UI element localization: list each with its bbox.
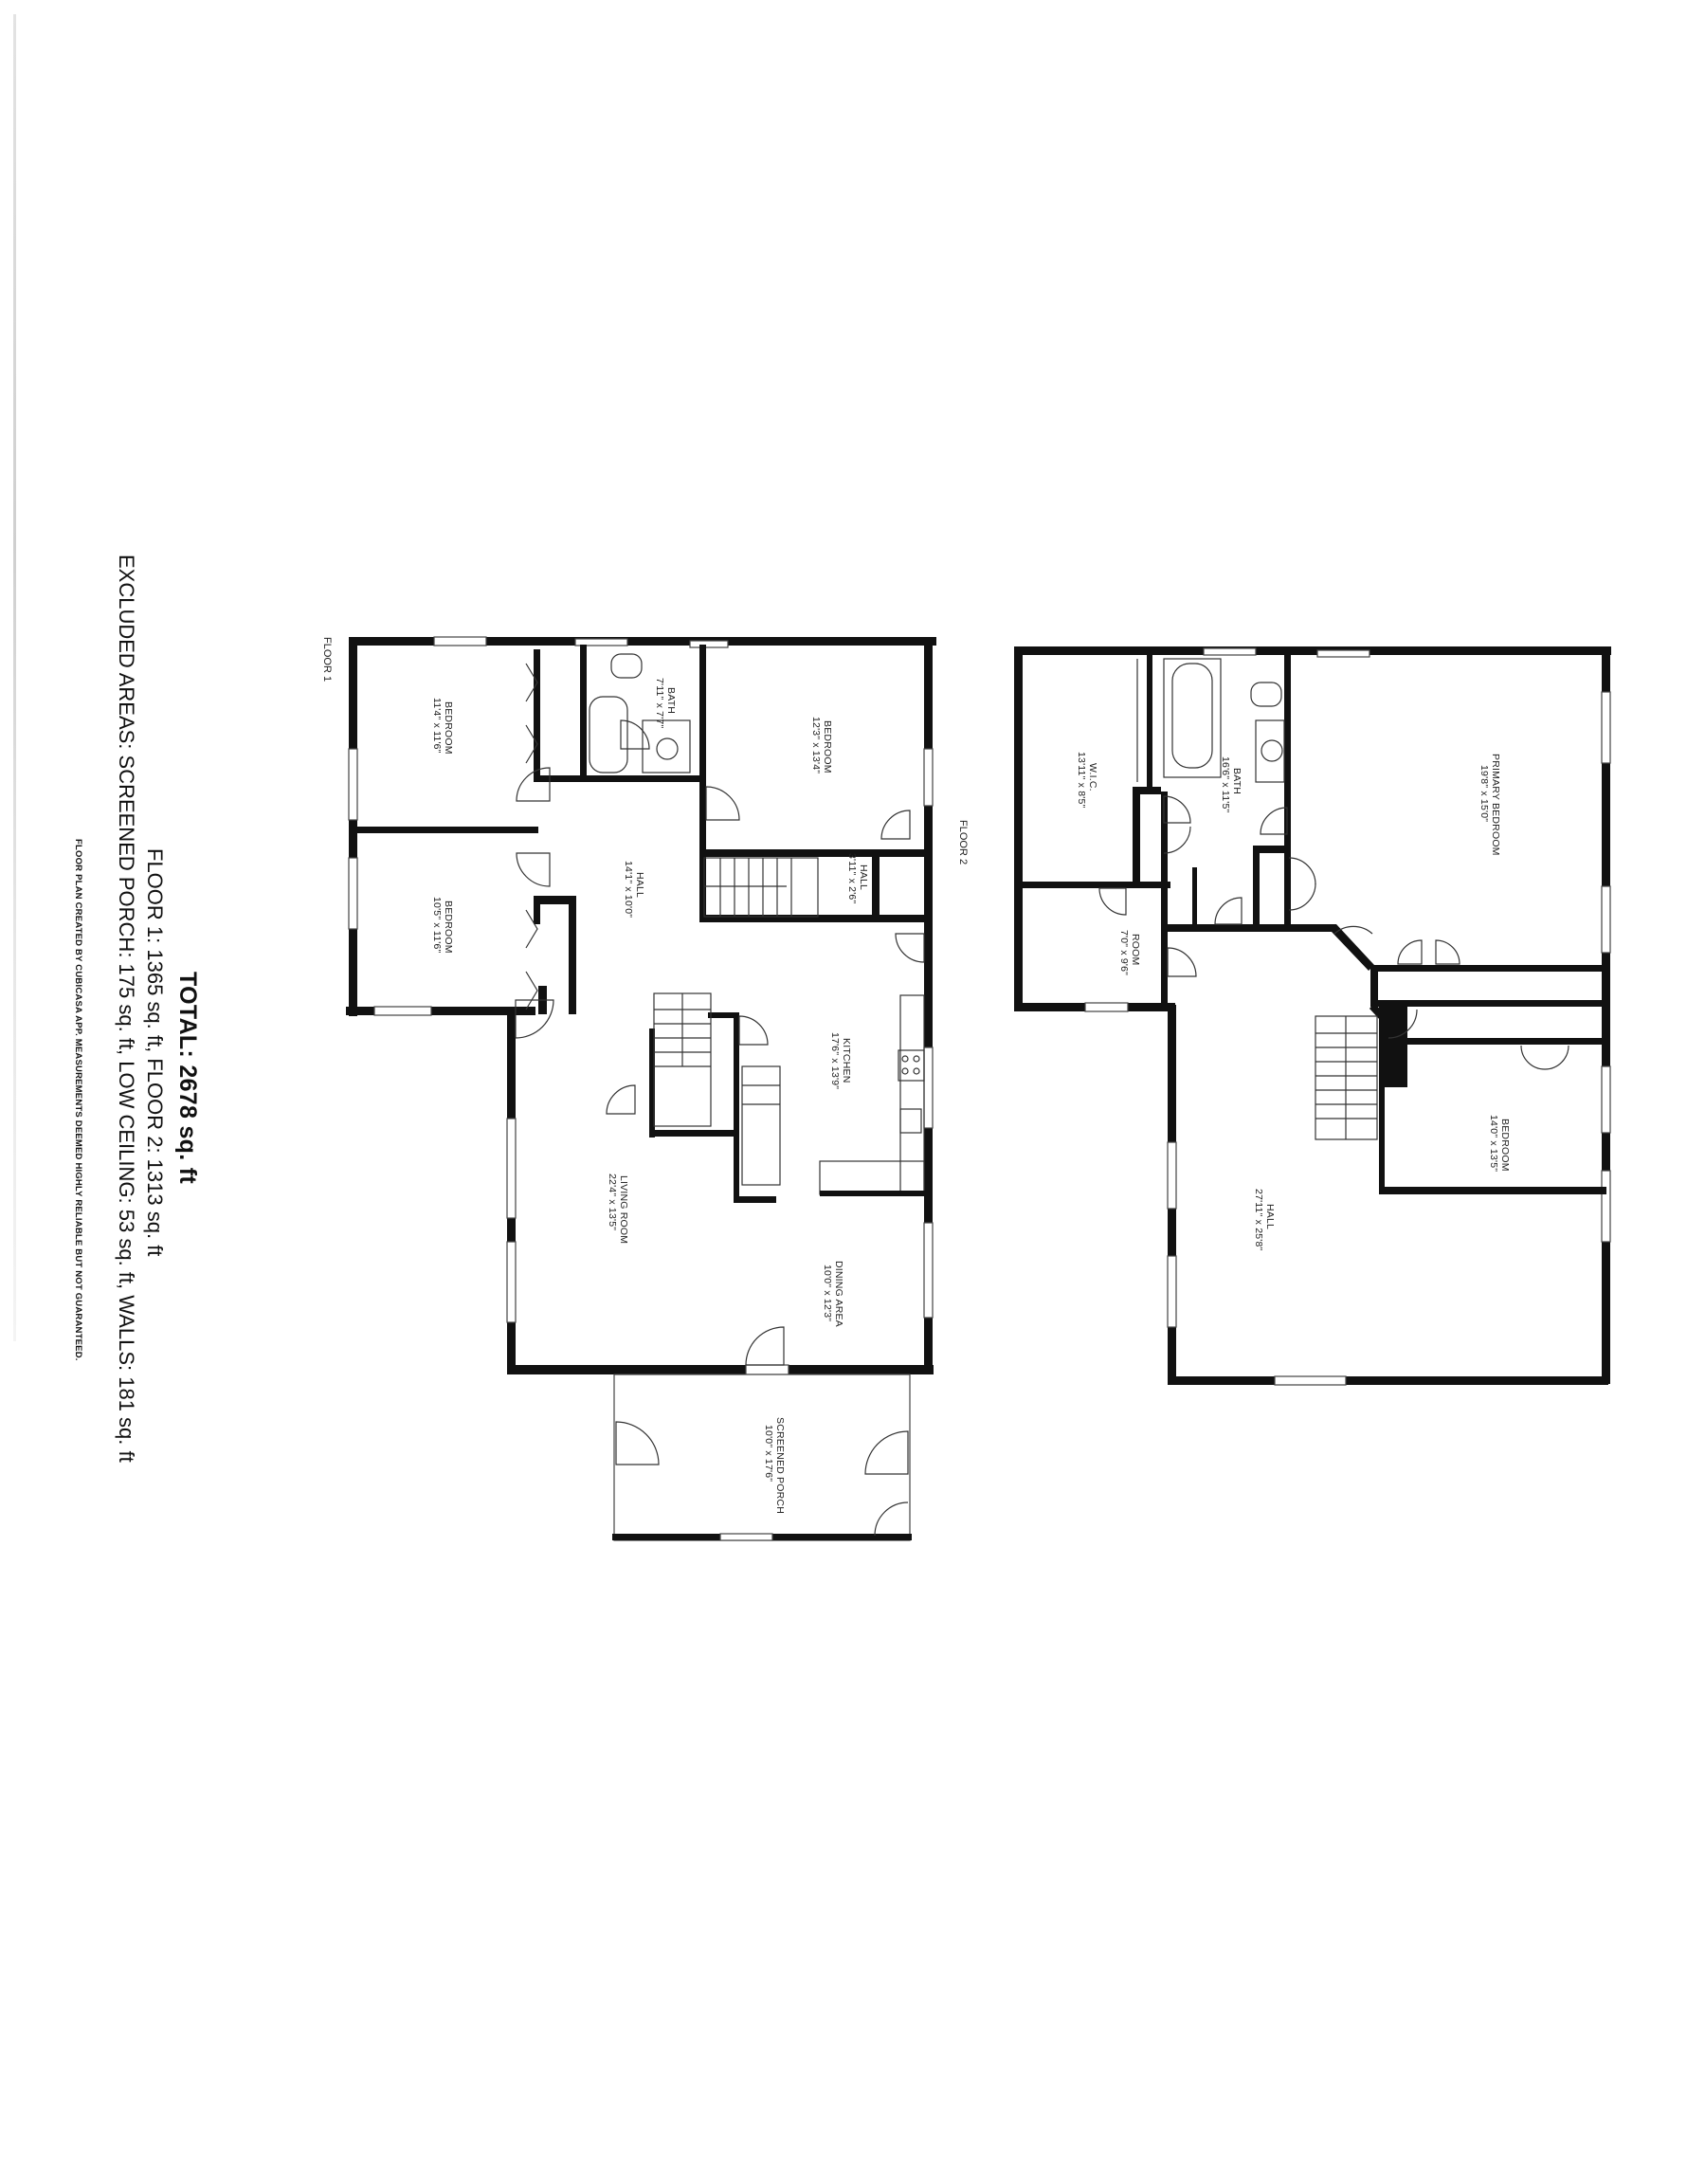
room-name: BEDROOM [1499, 1119, 1511, 1172]
room-name: HALL [1264, 1204, 1276, 1229]
room-name: W.I.C. [1087, 763, 1098, 792]
floor-2-label: FLOOR 2 [957, 820, 969, 864]
scan-edge-line [13, 14, 16, 1341]
room-dims: 14'0" x 13'5" [1488, 1115, 1499, 1172]
room-name: KITCHEN [841, 1038, 852, 1083]
floor-areas: FLOOR 1: 1365 sq. ft, FLOOR 2: 1313 sq. … [143, 848, 167, 1257]
room-name: BATH [1231, 768, 1243, 794]
room-name: LIVING ROOM [618, 1175, 629, 1244]
room-name: BEDROOM [822, 720, 833, 774]
floor-1-plan [346, 636, 936, 1541]
room-dims: 17'6" x 13'9" [829, 1032, 841, 1089]
plan-credit: FLOOR PLAN CREATED BY CUBICASA APP. MEAS… [73, 839, 83, 1361]
floor-2-plan [1014, 646, 1611, 1386]
room-name: SCREENED PORCH [774, 1417, 786, 1514]
room-dims: 10'5" x 11'6" [431, 897, 443, 953]
room-dims: 7'11" x 7'7" [654, 678, 665, 728]
room-dims: 12'3" x 13'4" [810, 717, 822, 774]
room-dims: 19'8" x 15'0" [1478, 765, 1490, 822]
room-dims: 3'11" x 2'6" [846, 853, 858, 903]
room-dims: 14'1" x 10'0" [623, 861, 634, 918]
floor-1-label: FLOOR 1 [321, 637, 333, 682]
room-dims: 13'11" x 8'5" [1076, 752, 1087, 808]
room-dims: 10'0" x 17'6" [763, 1425, 774, 1482]
room-dims: 16'6" x 11'5" [1220, 756, 1231, 812]
room-name: BEDROOM [443, 701, 454, 755]
room-dims: 22'4" x 13'5" [607, 1174, 618, 1230]
room-name: DINING AREA [833, 1261, 844, 1327]
room-dims: 11'4" x 11'6" [431, 698, 443, 754]
room-dims: 10'0" x 12'3" [822, 1265, 833, 1321]
room-dims: 27'11" x 25'8" [1253, 1189, 1264, 1251]
total-area: TOTAL: 2678 sq. ft [174, 972, 201, 1184]
excluded-areas: EXCLUDED AREAS: SCREENED PORCH: 175 sq. … [115, 555, 138, 1463]
room-name: HALL [634, 872, 645, 898]
room-name: BEDROOM [443, 901, 454, 954]
room-dims: 7'0" x 9'6" [1118, 930, 1130, 975]
room-name: PRIMARY BEDROOM [1490, 754, 1501, 856]
room-name: ROOM [1130, 934, 1141, 965]
room-name: BATH [665, 687, 677, 714]
room-name: HALL [858, 864, 869, 890]
